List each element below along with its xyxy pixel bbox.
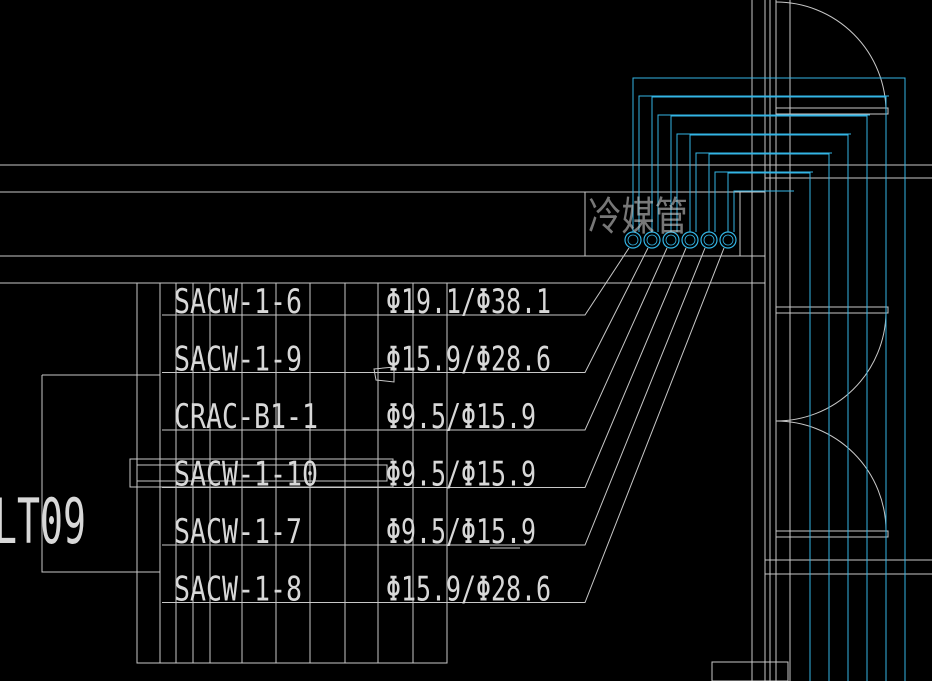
refrigerant-pipe xyxy=(638,95,889,232)
pipe-circle xyxy=(719,231,737,249)
pipe-size-label: Φ19.1/Φ38.1 xyxy=(386,282,551,322)
pipe-circle xyxy=(643,231,661,249)
leader-lines xyxy=(162,247,725,603)
leader-line xyxy=(162,247,725,603)
pipe-size-label: Φ9.5/Φ15.9 xyxy=(386,512,536,552)
refrigerant-pipe xyxy=(632,77,906,681)
pipe-circle xyxy=(681,231,699,249)
refrigerant-pipe xyxy=(651,96,887,681)
refrigerant-pipe xyxy=(657,114,870,232)
pipe-circle xyxy=(624,231,642,249)
pipe-circle-inner xyxy=(684,234,696,246)
leader-line xyxy=(162,247,687,488)
pipe-size-label: Φ9.5/Φ15.9 xyxy=(386,397,536,437)
circuit-label: SACW-1-8 xyxy=(174,570,302,610)
pipe-circle-inner xyxy=(627,234,639,246)
refrigerant-pipe xyxy=(733,190,794,232)
circuit-label: SACW-1-6 xyxy=(174,282,302,322)
circuit-label: CRAC-B1-1 xyxy=(174,397,318,437)
pipe-size-label: Φ9.5/Φ15.9 xyxy=(386,455,536,495)
refrigerant-pipe xyxy=(670,115,868,681)
refrigerant-pipe xyxy=(695,152,832,232)
pipe-size-label: Φ15.9/Φ28.6 xyxy=(386,570,551,610)
circuit-label: SACW-1-9 xyxy=(174,340,302,380)
refrigerant-pipe xyxy=(727,172,811,681)
refrigerant-pipe xyxy=(689,134,849,681)
chase-label: 冷媒管 xyxy=(588,194,688,240)
pipe-circle xyxy=(662,231,680,249)
pipe-circle xyxy=(700,231,718,249)
refrigerant-pipe xyxy=(708,153,830,681)
refrigerant-pipes xyxy=(632,77,906,681)
refrigerant-pipe xyxy=(676,133,851,232)
circuit-label: SACW-1-10 xyxy=(174,455,318,495)
pipe-circle-inner xyxy=(646,234,658,246)
leader-line xyxy=(162,247,649,373)
leader-line xyxy=(162,247,706,546)
pipe-size-label: Φ15.9/Φ28.6 xyxy=(386,340,551,380)
circuit-label: SACW-1-7 xyxy=(174,512,302,552)
leader-line xyxy=(162,247,668,431)
room-label: LT09 xyxy=(0,485,86,558)
pipe-circle-inner xyxy=(665,234,677,246)
pipe-sections xyxy=(624,231,737,249)
refrigerant-pipe xyxy=(714,171,813,232)
pipe-circle-inner xyxy=(703,234,715,246)
pipe-circle-inner xyxy=(722,234,734,246)
leader-line xyxy=(162,247,630,316)
